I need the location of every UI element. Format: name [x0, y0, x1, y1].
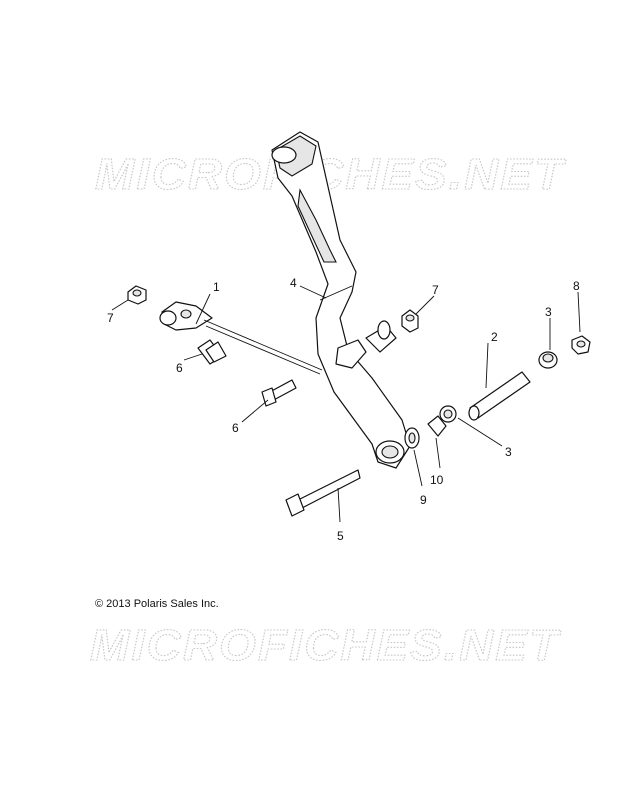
- callout-7-left: 7: [107, 311, 114, 325]
- callout-9: 9: [420, 493, 427, 507]
- clip: [427, 415, 447, 437]
- callout-2: 2: [491, 330, 498, 344]
- callout-8: 8: [573, 279, 580, 293]
- watermark-bottom: MICROFICHES.NET: [90, 621, 561, 670]
- nut-far-right: [571, 335, 591, 355]
- callout-5: 5: [337, 529, 344, 543]
- shift-lever: [271, 131, 411, 469]
- callout-3-upper: 3: [545, 305, 552, 319]
- bushing-lower: [439, 405, 457, 423]
- callout-4: 4: [290, 276, 297, 290]
- bolt-upper: [197, 339, 227, 365]
- leader-lines: [111, 285, 581, 523]
- bolt-lower: [261, 379, 297, 407]
- callout-7-right: 7: [432, 283, 439, 297]
- long-bolt: [285, 469, 361, 517]
- nut-left: [127, 285, 147, 305]
- nut-right: [401, 309, 419, 333]
- callout-3-lower: 3: [505, 445, 512, 459]
- washer: [404, 427, 420, 449]
- callout-10: 10: [430, 473, 444, 487]
- callout-6-upper: 6: [176, 361, 183, 375]
- shift-rod: [159, 301, 323, 375]
- bushing-upper: [538, 351, 558, 369]
- copyright-text: © 2013 Polaris Sales Inc.: [95, 598, 219, 610]
- callout-6-lower: 6: [232, 421, 239, 435]
- callout-1: 1: [213, 280, 220, 294]
- watermark-top: MICROFICHES.NET: [95, 150, 566, 199]
- pivot-pin: [468, 371, 531, 421]
